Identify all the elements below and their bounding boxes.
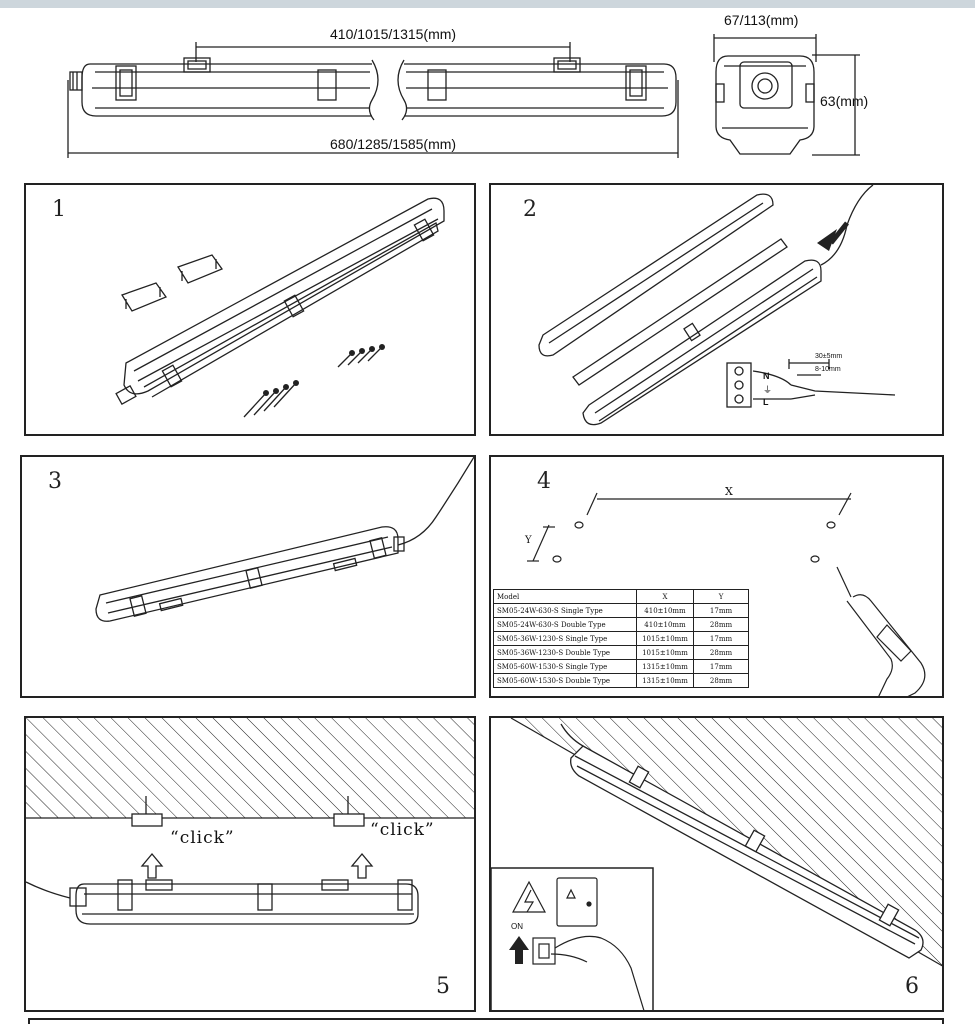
table-row: SM05-24W-630-S Double Type 410±10mm 28mm [493,617,749,632]
step-2-illustration [538,185,896,426]
table-cell: 410±10mm [636,603,694,618]
table-cell: 1015±10mm [636,631,694,646]
table-cell: 1315±10mm [636,659,694,674]
step-number: 2 [523,197,537,222]
table-cell: 17mm [693,659,749,674]
table-row: SM05-60W-1530-S Double Type 1315±10mm 28… [493,673,749,688]
table-cell: SM05-24W-630-S Single Type [493,603,637,618]
table-header-model: Model [493,589,637,604]
switch-on-label: ON [511,922,523,931]
step-number: 1 [52,197,66,222]
step-5-illustration [26,718,474,925]
next-panel-edge [28,1018,944,1024]
core-length-label: 8-10mm [815,366,841,373]
table-header-x: X [636,589,694,604]
table-cell: SM05-60W-1530-S Double Type [493,673,637,688]
step-6-illustration [491,718,942,1010]
terminal-earth-label: ⏚ [763,385,773,395]
model-dimension-table: Model X Y SM05-24W-630-S Single Type 410… [493,589,749,688]
ceiling-hatch [26,718,474,818]
inner-length-label: 410/1015/1315(mm) [330,26,457,42]
strip-length-label: 30±5mm [815,353,843,360]
step-6-panel: ON 6 [489,716,944,1012]
table-cell: SM05-36W-1230-S Double Type [493,645,637,660]
table-cell: 28mm [693,645,749,660]
table-cell: SM05-24W-630-S Double Type [493,617,637,632]
table-cell: 1315±10mm [636,673,694,688]
table-row: SM05-36W-1230-S Single Type 1015±10mm 17… [493,631,749,646]
step-3-panel: 3 [20,455,476,698]
step-1-panel: 1 [24,183,476,436]
table-cell: SM05-36W-1230-S Single Type [493,631,637,646]
top-bar [0,0,975,8]
step-number: 4 [537,469,551,494]
table-header-y: Y [693,589,749,604]
table-row: SM05-60W-1530-S Single Type 1315±10mm 17… [493,659,749,674]
table-cell: 17mm [693,631,749,646]
table-cell: 28mm [693,673,749,688]
step-5-panel: “click” “click” 5 [24,716,476,1012]
table-header-row: Model X Y [493,589,749,604]
fixture-side-view [67,34,860,158]
step-2-panel: 2 30±5mm 8-10mm N ⏚ [489,183,944,436]
width-label: 67/113(mm) [724,12,799,28]
step-1-illustration [115,197,445,418]
table-cell: 1015±10mm [636,645,694,660]
click-label-left: “click” [170,828,235,848]
terminal-n-label: N [763,371,770,381]
terminal-l-label: L [763,397,769,407]
table-cell: 410±10mm [636,617,694,632]
table-cell: 28mm [693,617,749,632]
table-cell: SM05-60W-1530-S Single Type [493,659,637,674]
table-row: SM05-24W-630-S Single Type 410±10mm 17mm [493,603,749,618]
step-4-illustration [527,492,926,696]
x-dimension-label: X [725,485,733,498]
overall-length-label: 680/1285/1585(mm) [330,136,457,152]
step-3-illustration [95,457,474,622]
step-number: 5 [436,974,450,999]
power-switch-inset [512,877,645,1010]
step-number: 6 [905,974,919,999]
y-dimension-label: Y [525,535,532,546]
fixture-end-view [713,34,860,156]
table-row: SM05-36W-1230-S Double Type 1015±10mm 28… [493,645,749,660]
step-4-panel: 4 X Y Model X Y SM05-24W-630-S Si [489,455,944,698]
table-cell: 17mm [693,603,749,618]
click-label-right: “click” [370,820,435,840]
step-number: 3 [48,469,62,494]
height-label: 63(mm) [820,93,869,109]
